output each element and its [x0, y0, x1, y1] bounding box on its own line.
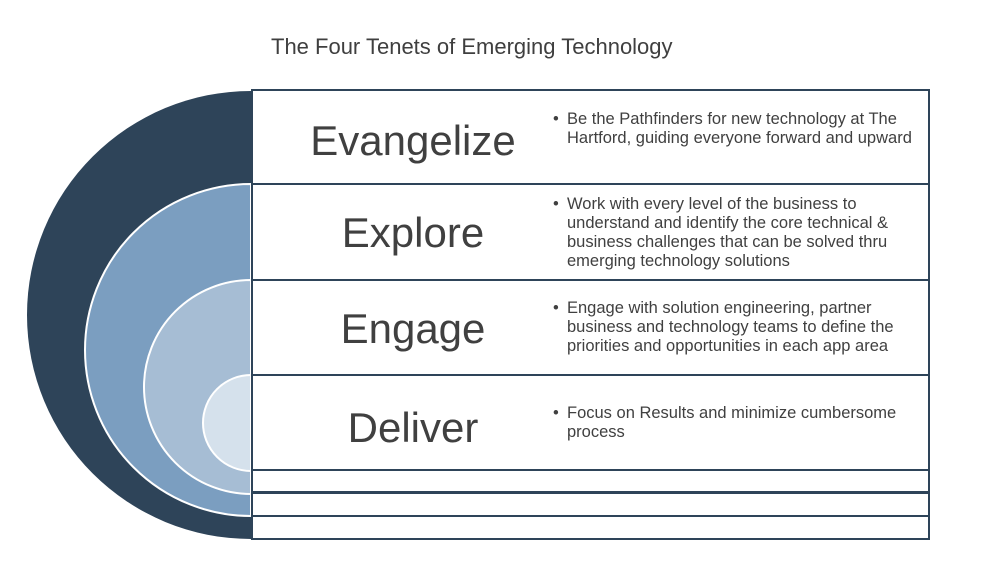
empty-row [251, 469, 930, 493]
tenet-description: Focus on Results and minimize cumbersome… [553, 404, 925, 442]
tenet-panel-engage: Engage Engage with solution engineering,… [251, 279, 930, 378]
tenet-description: Be the Pathfinders for new technology at… [553, 110, 925, 148]
tenet-panel-deliver: Deliver Focus on Results and minimize cu… [251, 374, 930, 472]
tenet-name: Explore [341, 209, 485, 256]
tenet-name: Engage [340, 305, 486, 352]
tenet-panel-evangelize: Evangelize Be the Pathfinders for new te… [251, 89, 930, 187]
tenet-description: Work with every level of the business to… [553, 195, 925, 271]
tenet-panel-explore: Explore Work with every level of the bus… [251, 183, 930, 281]
diagram-title: The Four Tenets of Emerging Technology [271, 34, 673, 59]
tenet-description: Engage with solution engineering, partne… [553, 299, 925, 356]
tenet-name: Deliver [347, 404, 479, 451]
inner-arc [202, 373, 252, 473]
tenet-name: Evangelize [310, 117, 516, 164]
empty-row [251, 515, 930, 540]
empty-row [251, 492, 930, 517]
